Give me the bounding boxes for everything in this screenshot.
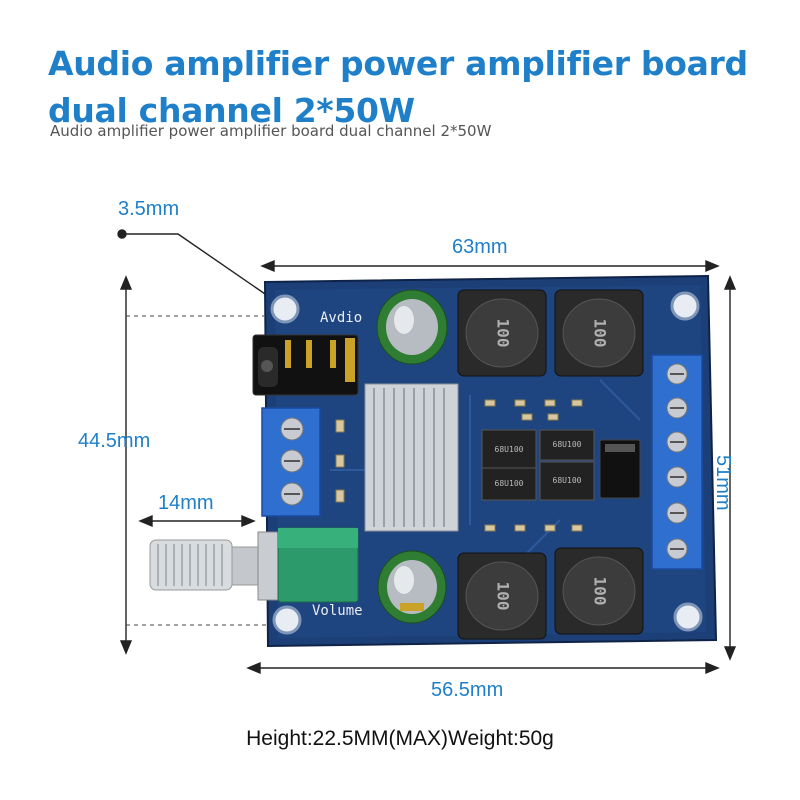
- output-terminal-block: [651, 354, 703, 570]
- chip-marking: 68U100: [553, 476, 582, 485]
- inductor-marking: 100: [591, 319, 610, 348]
- capacitor-top: [376, 289, 448, 365]
- chip-marking: 68U100: [553, 440, 582, 449]
- dimension-lines: [117, 229, 737, 675]
- page-subtitle: Audio amplifier power amplifier board du…: [50, 122, 492, 140]
- chip-markings: 68U100 68U100 68U100 68U100: [495, 440, 582, 488]
- inductor-marking: 100: [494, 319, 513, 348]
- title-line-1: Audio amplifier power amplifier board: [48, 44, 748, 83]
- volume-silkscreen-label: Volume: [312, 603, 363, 619]
- inductor-marking: 100: [494, 582, 513, 611]
- dashed-guides: [126, 315, 270, 626]
- specs-footer: Height:22.5MM(MAX)Weight:50g: [246, 727, 554, 750]
- capacitor-bottom: [377, 550, 447, 624]
- chip-marking: 68U100: [495, 445, 524, 454]
- shaft-length-label: 14mm: [158, 492, 214, 514]
- audio-jack: [252, 334, 359, 396]
- mounting-holes: [270, 291, 703, 635]
- volume-potentiometer: [149, 527, 359, 603]
- top-width-label: 63mm: [452, 236, 508, 258]
- inductor-cores: [465, 298, 636, 631]
- amplifier-chips: [481, 429, 641, 501]
- left-height-label: 44.5mm: [78, 430, 151, 452]
- inductor-markings: 100 100 100 100: [494, 319, 610, 611]
- input-terminal-block: [261, 407, 321, 517]
- hole-diameter-label: 3.5mm: [118, 198, 180, 220]
- inductor-marking: 100: [591, 577, 610, 606]
- audio-silkscreen-label: Avdio: [320, 310, 362, 326]
- title-line-2: dual channel 2*50W: [48, 91, 415, 130]
- right-height-label: 51mm: [712, 455, 734, 511]
- smd-components: [335, 399, 583, 532]
- heatsink: [364, 383, 459, 532]
- page-title: Audio amplifier power amplifier board du…: [48, 40, 768, 134]
- bottom-width-label: 56.5mm: [431, 679, 504, 701]
- chip-marking: 68U100: [495, 479, 524, 488]
